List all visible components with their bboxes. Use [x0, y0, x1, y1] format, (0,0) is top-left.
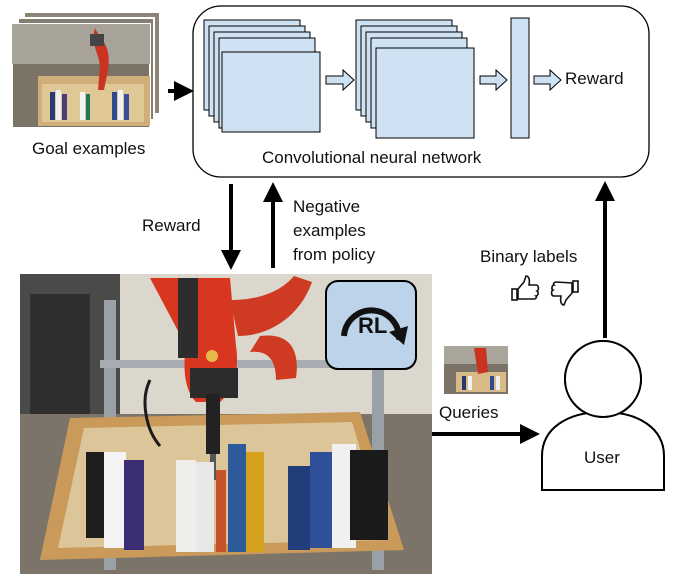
- thumbs-up-icon: [511, 275, 540, 301]
- reward-output-label: Reward: [565, 69, 624, 88]
- feature-stack-1: [203, 19, 321, 133]
- queries-label: Queries: [439, 403, 499, 422]
- feature-arrow-1: [325, 68, 355, 92]
- negative-examples-label: Negative examples from policy: [293, 195, 375, 267]
- reward-down-label: Reward: [142, 216, 201, 235]
- user-icon: [541, 340, 665, 491]
- query-thumbnail: [444, 346, 508, 394]
- negative-line-2: examples: [293, 221, 366, 240]
- feature-arrow-2: [479, 68, 508, 92]
- goal-examples-label: Goal examples: [32, 139, 146, 158]
- goal-examples-images: [11, 11, 161, 129]
- feature-stack-2: [355, 19, 475, 139]
- negative-line-1: Negative: [293, 197, 361, 216]
- rl-badge: [325, 280, 417, 370]
- fc-layer: [510, 17, 530, 139]
- rl-label: RL: [358, 313, 388, 338]
- goal-photo-front: [11, 23, 151, 129]
- user-label: User: [584, 448, 620, 467]
- cnn-label: Convolutional neural network: [262, 148, 482, 167]
- reward-out-arrow: [533, 68, 562, 92]
- negative-line-3: from policy: [293, 245, 376, 264]
- refresh-icon: [341, 307, 403, 341]
- thumbs-down-icon: [550, 280, 579, 306]
- binary-labels-label: Binary labels: [480, 247, 578, 266]
